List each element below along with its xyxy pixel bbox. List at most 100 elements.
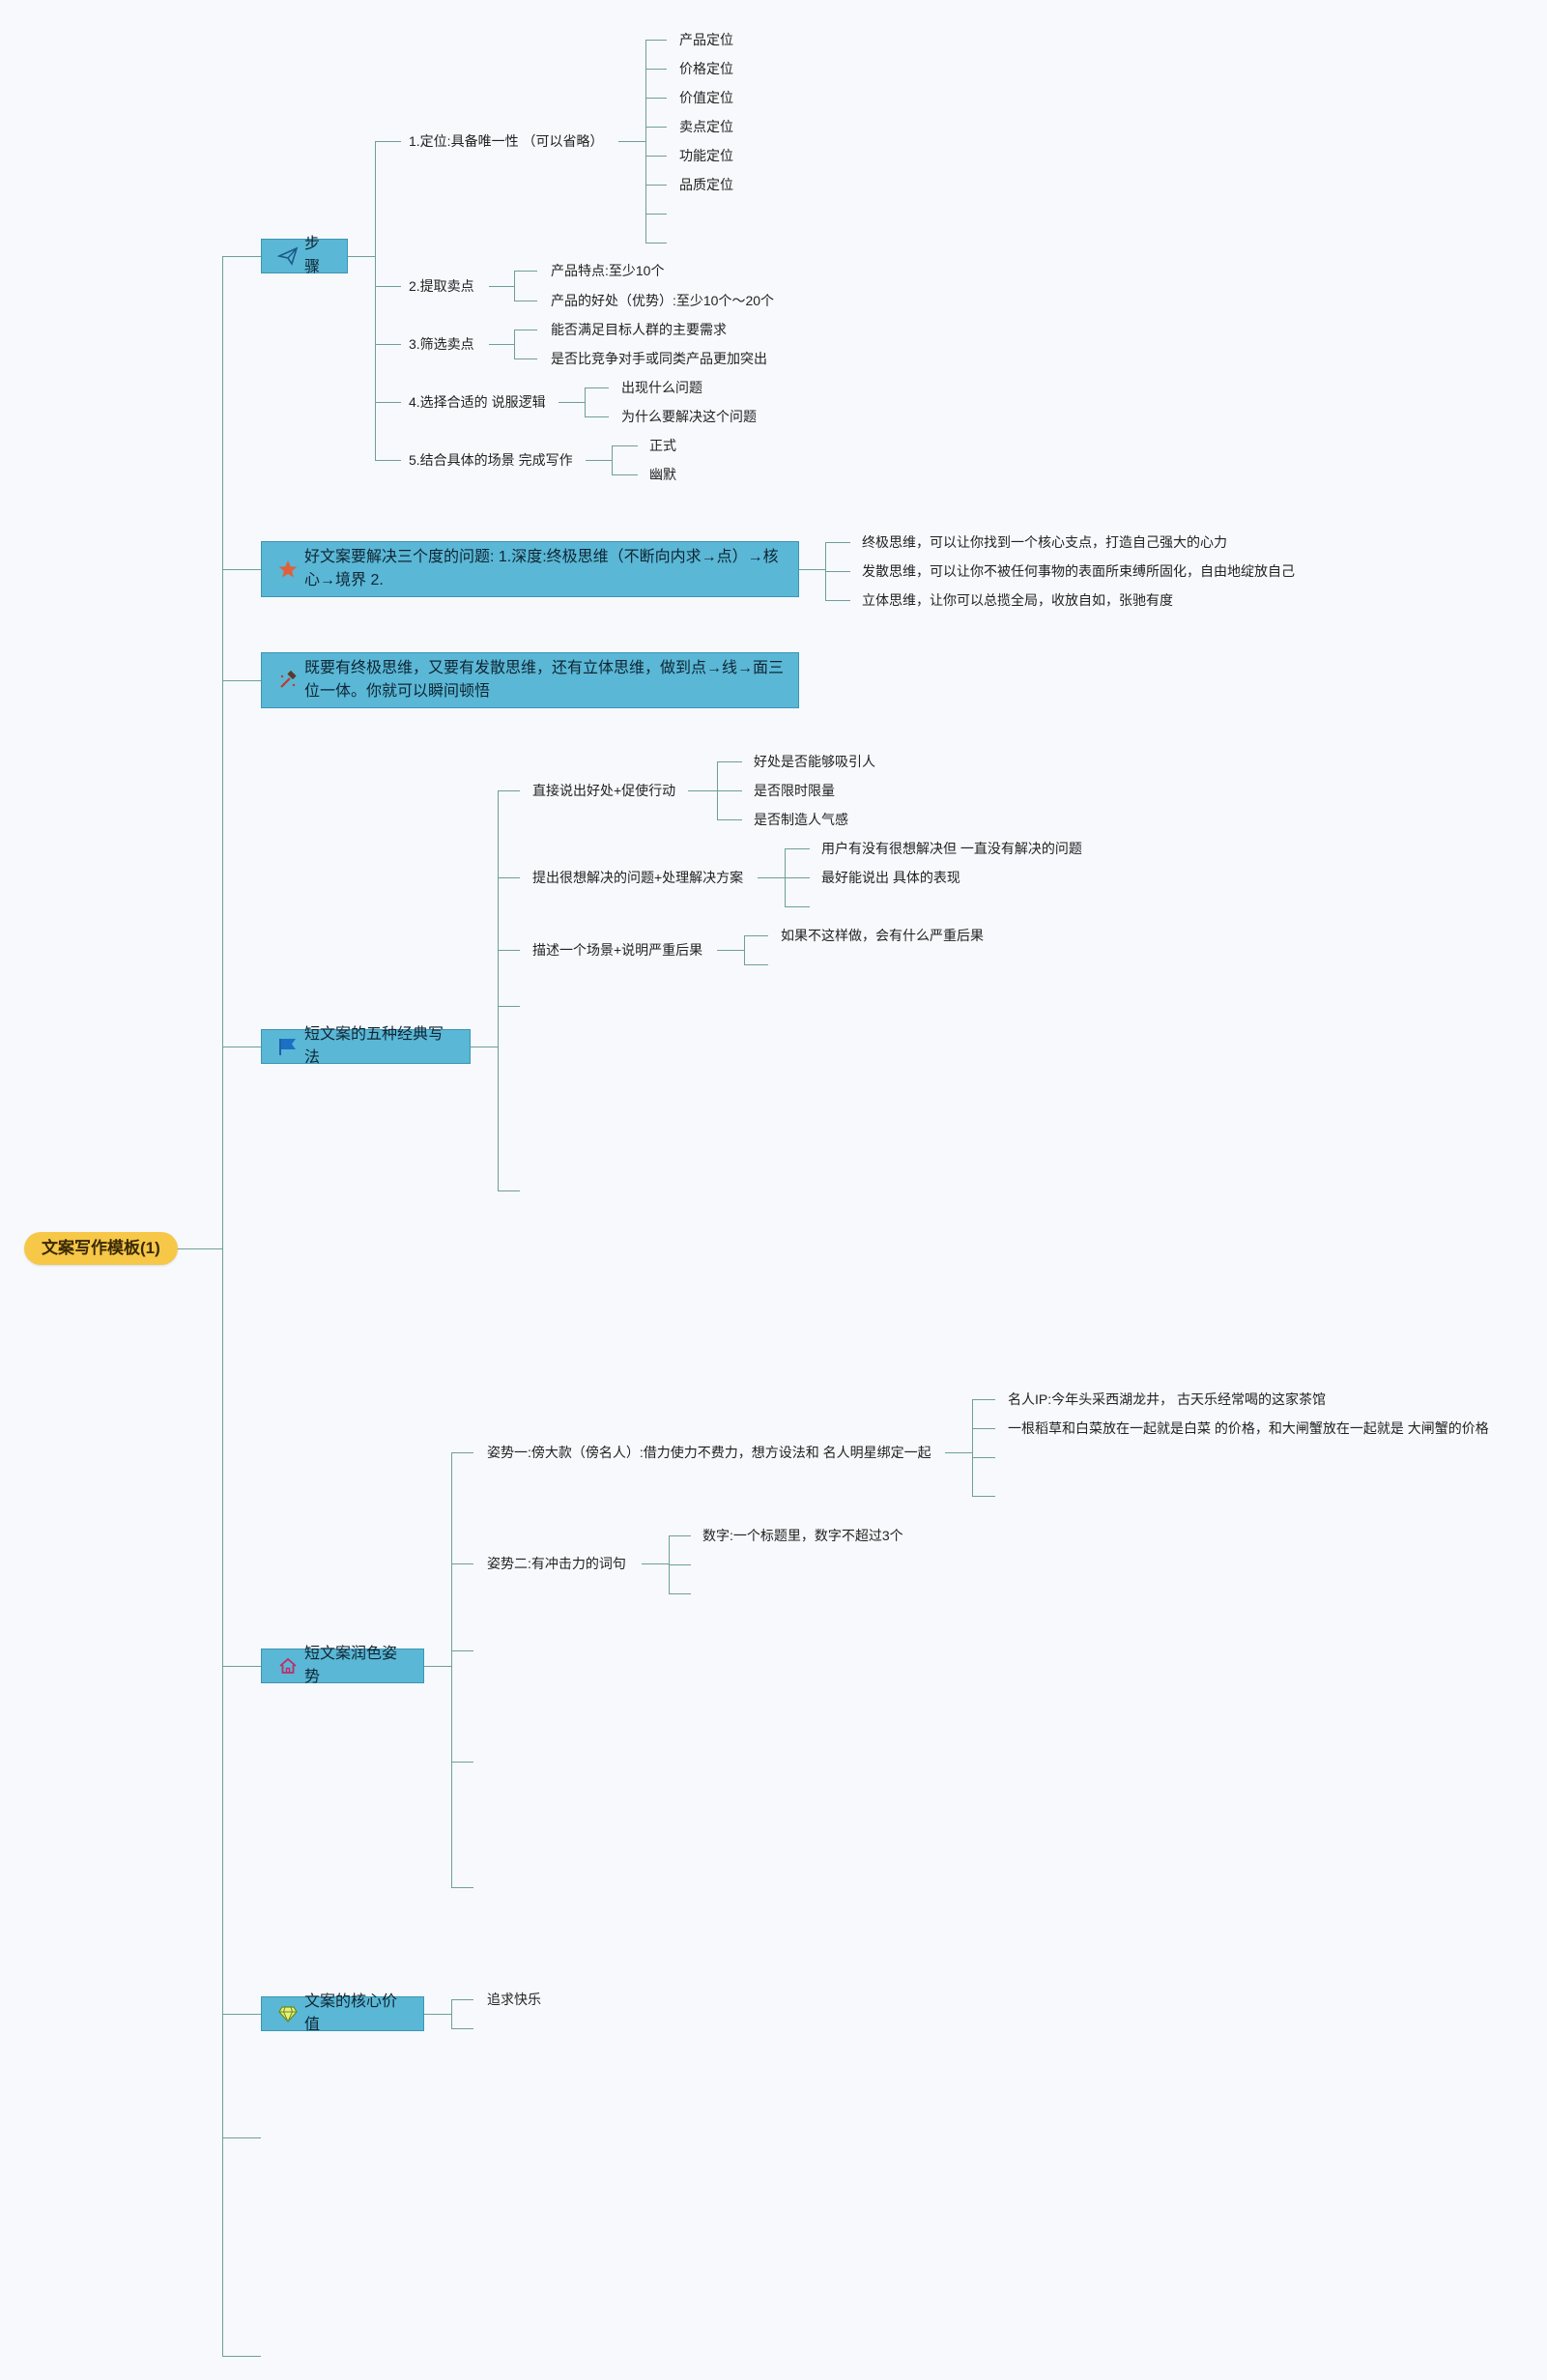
positioning-item[interactable]: 品质定位 [679, 177, 733, 192]
connector-line [222, 2356, 261, 2357]
positioning-item[interactable]: 价值定位 [679, 90, 733, 105]
style-item[interactable]: 幽默 [649, 467, 676, 482]
step-2-extract-points[interactable]: 2.提取卖点 [409, 278, 474, 294]
method-1[interactable]: 直接说出好处+促使行动 [532, 783, 676, 798]
pose-1-item[interactable]: 一根稻草和白菜放在一起就是白菜 的价格，和大闸蟹放在一起就是 大闸蟹的价格 [1008, 1420, 1489, 1436]
hammer-icon [277, 670, 299, 691]
extract-item[interactable]: 产品特点:至少10个 [551, 263, 665, 278]
connector-line [498, 877, 520, 878]
topic-three-dimensions[interactable]: 好文案要解决三个度的问题: 1.深度:终极思维（不断向内求→点）→核心→境界 2… [261, 541, 799, 597]
connector-line [451, 1887, 473, 1888]
connector-line [451, 1563, 473, 1564]
thinking-item[interactable]: 终极思维，可以让你找到一个核心支点，打造自己强大的心力 [862, 534, 1227, 550]
connector-line [498, 1190, 520, 1191]
connector-line [799, 569, 825, 570]
connector-line [451, 1452, 473, 1453]
connector-line [375, 286, 401, 287]
connector-line [645, 40, 667, 41]
thinking-item[interactable]: 发散思维，可以让你不被任何事物的表面所束缚所固化，自由地绽放自己 [862, 563, 1295, 579]
star-icon [277, 559, 299, 580]
method-2-item[interactable]: 最好能说出 具体的表现 [821, 870, 960, 885]
connector-line [825, 542, 850, 543]
logic-item[interactable]: 出现什么问题 [621, 380, 702, 395]
connector-line [688, 790, 717, 791]
polish-pose-1[interactable]: 姿势一:傍大款（傍名人）:借力使力不费力，想方设法和 名人明星绑定一起 [487, 1445, 931, 1460]
positioning-item[interactable]: 功能定位 [679, 148, 733, 163]
connector-line [514, 271, 515, 301]
connector-line [451, 1452, 452, 1888]
method-3-item[interactable]: 如果不这样做，会有什么严重后果 [781, 928, 984, 943]
connector-line [758, 877, 785, 878]
connector-line [451, 2028, 473, 2029]
step-5-scene-writing[interactable]: 5.结合具体的场景 完成写作 [409, 452, 573, 468]
topic-five-methods[interactable]: 短文案的五种经典写法 [261, 1026, 471, 1066]
connector-line [489, 286, 514, 287]
topic-combine-thinking[interactable]: 既要有终极思维，又要有发散思维，还有立体思维，做到点→线→面三位一体。你就可以瞬… [261, 652, 799, 708]
connector-line [222, 569, 261, 570]
topic-steps[interactable]: 步骤 [261, 236, 348, 275]
connector-line [222, 1666, 261, 1667]
connector-line [717, 819, 742, 820]
connector-line [514, 358, 537, 359]
topic-steps-label: 步骤 [304, 236, 321, 275]
step-3-filter-points[interactable]: 3.筛选卖点 [409, 336, 474, 352]
method-2-item[interactable]: 用户有没有很想解决但 一直没有解决的问题 [821, 841, 1082, 856]
topic-core-value[interactable]: 文案的核心价值 [261, 1993, 424, 2033]
connector-line [451, 1999, 452, 2029]
core-value-item[interactable]: 追求快乐 [487, 1992, 541, 2007]
topic-three-dimensions-label: 好文案要解决三个度的问题: 1.深度:终极思维（不断向内求→点）→核心→境界 2… [304, 549, 779, 588]
connector-line [645, 243, 667, 244]
connector-line [222, 2137, 261, 2138]
connector-line [498, 950, 520, 951]
connector-line [669, 1535, 691, 1536]
connector-line [514, 330, 515, 359]
filter-item[interactable]: 能否满足目标人群的主要需求 [551, 322, 727, 337]
house-icon [277, 1655, 299, 1677]
connector-line [222, 2014, 261, 2015]
connector-line [785, 906, 810, 907]
positioning-item[interactable]: 产品定位 [679, 32, 733, 47]
connector-line [375, 402, 401, 403]
method-1-item[interactable]: 好处是否能够吸引人 [754, 754, 875, 769]
connector-line [972, 1399, 995, 1400]
method-2[interactable]: 提出很想解决的问题+处理解决方案 [532, 870, 744, 885]
connector-line [585, 416, 609, 417]
connector-line [645, 69, 667, 70]
step-1-positioning[interactable]: 1.定位:具备唯一性 （可以省略） [409, 133, 604, 149]
positioning-item[interactable]: 价格定位 [679, 61, 733, 76]
connector-line [451, 1999, 473, 2000]
connector-line [498, 790, 499, 1191]
polish-pose-2[interactable]: 姿势二:有冲击力的词句 [487, 1556, 626, 1571]
filter-item[interactable]: 是否比竞争对手或同类产品更加突出 [551, 351, 767, 366]
pose-1-item[interactable]: 名人IP:今年头采西湖龙井， 古天乐经常喝的这家茶馆 [1008, 1391, 1327, 1407]
connector-line [514, 271, 537, 272]
connector-line [424, 2014, 451, 2015]
diamond-icon [277, 2003, 299, 2024]
topic-polish-label: 短文案润色姿势 [304, 1646, 398, 1685]
logic-item[interactable]: 为什么要解决这个问题 [621, 409, 757, 424]
connector-line [612, 474, 638, 475]
positioning-item[interactable]: 卖点定位 [679, 119, 733, 134]
connector-line [972, 1457, 995, 1458]
pose-2-item[interactable]: 数字:一个标题里，数字不超过3个 [702, 1528, 903, 1543]
connector-line [489, 344, 514, 345]
connector-line [164, 1248, 222, 1249]
connector-line [222, 256, 261, 257]
connector-line [825, 600, 850, 601]
method-1-item[interactable]: 是否限时限量 [754, 783, 835, 798]
connector-line [645, 127, 667, 128]
root-topic[interactable]: 文案写作模板(1) [24, 1232, 178, 1265]
connector-line [945, 1452, 972, 1453]
connector-line [717, 790, 742, 791]
connector-line [972, 1399, 973, 1497]
extract-item[interactable]: 产品的好处（优势）:至少10个～20个 [551, 293, 775, 308]
topic-core-value-label: 文案的核心价值 [304, 1993, 398, 2033]
thinking-item[interactable]: 立体思维，让你可以总揽全局，收放自如，张驰有度 [862, 592, 1173, 608]
connector-line [744, 935, 768, 936]
style-item[interactable]: 正式 [649, 438, 676, 453]
topic-polish[interactable]: 短文案润色姿势 [261, 1646, 424, 1685]
method-1-item[interactable]: 是否制造人气感 [754, 812, 848, 827]
connector-line [424, 1666, 451, 1667]
method-3[interactable]: 描述一个场景+说明严重后果 [532, 942, 703, 958]
step-4-persuasion-logic[interactable]: 4.选择合适的 说服逻辑 [409, 394, 546, 410]
